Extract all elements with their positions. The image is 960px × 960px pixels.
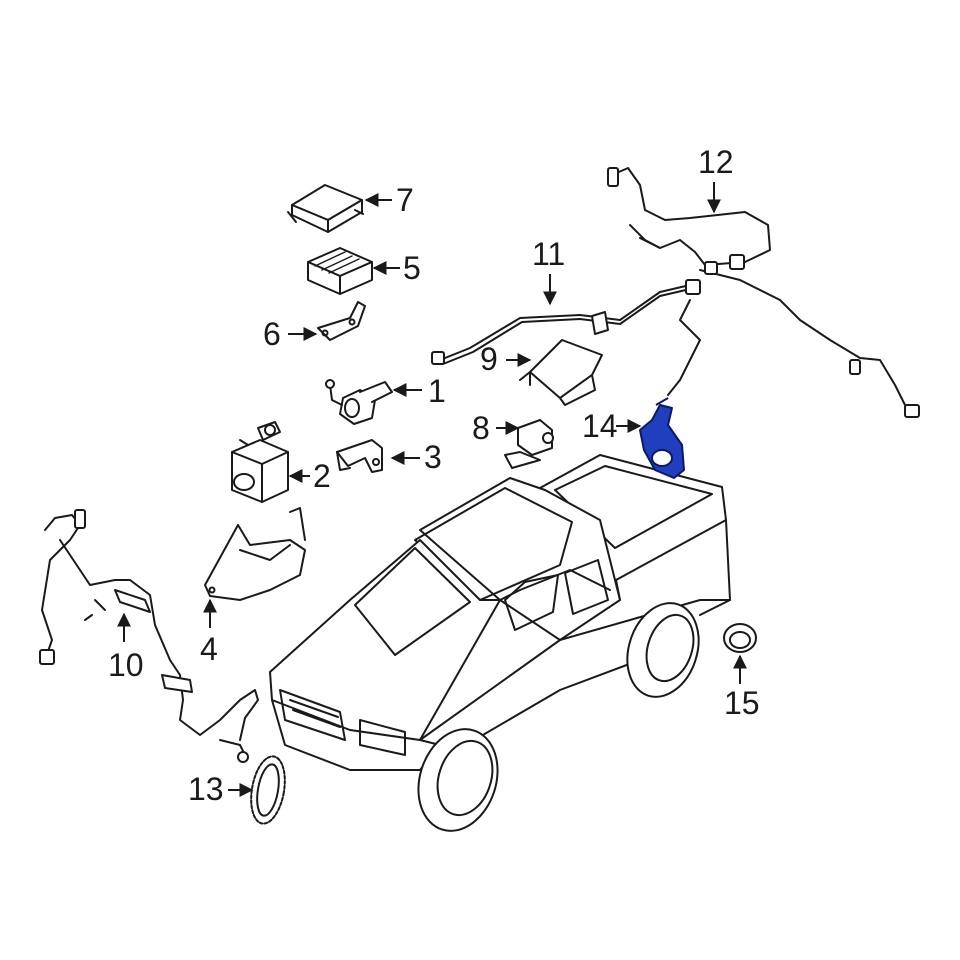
part-10-front-harness[interactable] <box>39 509 259 763</box>
callout-label-11: 11 <box>532 236 565 272</box>
callout-label-4: 4 <box>200 631 218 667</box>
callout-label-7: 7 <box>396 182 414 218</box>
part-5-sensor-module[interactable] <box>307 247 373 295</box>
callout-label-9: 9 <box>480 341 498 377</box>
pickup-truck-outline <box>269 454 731 832</box>
callout-label-2: 2 <box>313 458 331 494</box>
part-9-control-unit[interactable] <box>519 339 603 406</box>
callout-label-3: 3 <box>424 439 442 475</box>
callout-label-14: 14 <box>582 408 618 444</box>
callout-arrows <box>117 182 747 797</box>
part-11-harness[interactable] <box>431 279 701 396</box>
part-4-shield[interactable] <box>204 507 306 601</box>
callout-label-8: 8 <box>472 410 490 446</box>
callout-label-13: 13 <box>188 771 224 807</box>
callout-label-1: 1 <box>428 373 446 409</box>
part-1-actuator[interactable] <box>325 379 393 425</box>
callout-label-12: 12 <box>698 144 734 180</box>
part-6-bracket[interactable] <box>317 301 366 341</box>
callout-label-5: 5 <box>403 250 421 286</box>
callout-label-10: 10 <box>108 647 144 683</box>
part-15-tone-ring[interactable] <box>723 623 757 653</box>
part-8-sensor[interactable] <box>504 419 554 469</box>
part-2-abs-unit[interactable] <box>231 421 289 503</box>
callout-labels: 7 5 6 1 3 2 4 10 13 11 9 8 12 14 15 <box>108 144 760 807</box>
callout-label-15: 15 <box>724 685 760 721</box>
part-14-rear-speed-sensor[interactable] <box>639 397 685 479</box>
part-3-bracket[interactable] <box>336 439 383 473</box>
callout-label-6: 6 <box>263 316 281 352</box>
part-7-control-module[interactable] <box>287 184 364 233</box>
part-13-tone-ring[interactable] <box>246 754 289 827</box>
part-12-rear-harness[interactable] <box>607 167 920 418</box>
